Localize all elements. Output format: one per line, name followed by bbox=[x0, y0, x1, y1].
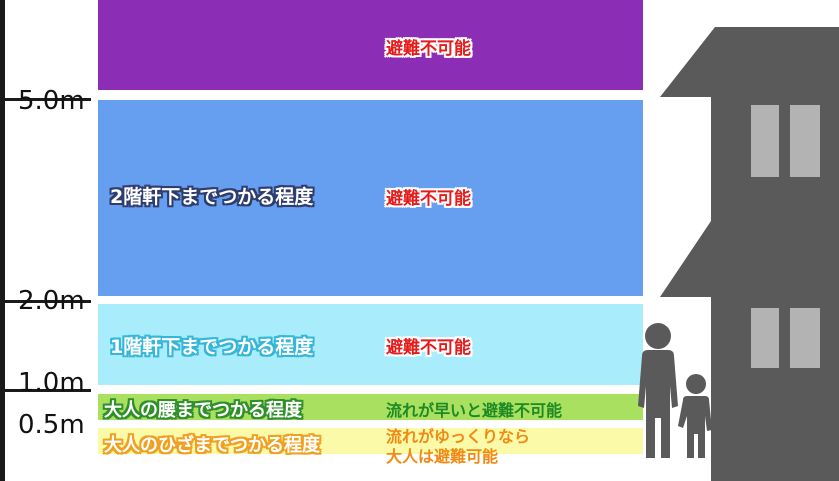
label-knee: 大人のひざまでつかる程度 bbox=[104, 435, 320, 456]
tick-5m bbox=[5, 98, 91, 101]
status-knee-line2: 大人は避難可能 bbox=[386, 447, 499, 466]
tick-2m bbox=[5, 300, 91, 303]
status-knee-line1: 流れがゆっくりなら bbox=[386, 427, 531, 446]
band-over-5m bbox=[98, 0, 643, 90]
depth-axis bbox=[0, 0, 5, 481]
status-top: 避難不可能 bbox=[386, 39, 471, 59]
label-waist: 大人の腰までつかる程度 bbox=[104, 400, 302, 421]
level-label-1m: 1.0m bbox=[18, 368, 85, 398]
house-icon bbox=[660, 27, 839, 481]
level-label-2m: 2.0m bbox=[18, 286, 85, 316]
status-waist: 流れが早いと避難不可能 bbox=[386, 401, 563, 420]
level-label-5m: 5.0m bbox=[18, 86, 85, 116]
adult-and-child-icon bbox=[638, 323, 712, 458]
band-under-05m bbox=[98, 428, 643, 454]
status-second-floor: 避難不可能 bbox=[386, 189, 471, 209]
tick-1m bbox=[5, 389, 91, 392]
label-first-floor: 1階軒下までつかる程度 bbox=[110, 336, 314, 358]
status-first-floor: 避難不可能 bbox=[386, 338, 471, 358]
label-second-floor: 2階軒下までつかる程度 bbox=[110, 186, 314, 208]
band-1m-2m bbox=[98, 304, 643, 385]
level-label-05m: 0.5m bbox=[18, 410, 85, 440]
band-05m-1m bbox=[98, 394, 643, 420]
band-2m-5m bbox=[98, 100, 643, 296]
